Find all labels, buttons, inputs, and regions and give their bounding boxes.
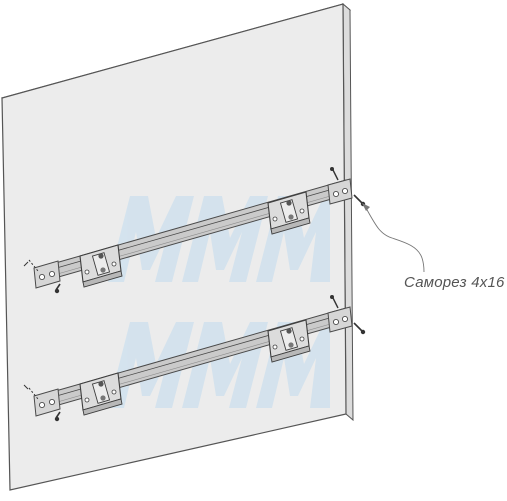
lower-screw-top-left <box>23 384 39 400</box>
upper-rail <box>33 178 353 289</box>
lower-rail-right-bracket <box>267 319 311 363</box>
upper-screw-top-right <box>330 167 339 181</box>
upper-rail-right-tab <box>327 178 353 205</box>
lower-rail-left-tab <box>33 388 61 417</box>
lower-screw-right <box>353 322 366 335</box>
upper-rail-right-bracket <box>267 191 311 235</box>
upper-screw-top-left <box>23 259 39 272</box>
lower-screw-bottom-left <box>54 411 61 422</box>
lower-screw-top-right <box>330 295 339 309</box>
callout-leader <box>362 203 425 273</box>
lower-rail-left-bracket <box>79 372 123 416</box>
upper-rail-left-bracket <box>79 244 123 288</box>
upper-rail-left-tab <box>33 260 61 289</box>
screw-spec-label: Саморез 4x16 <box>404 274 505 291</box>
upper-screw-bottom-left <box>54 283 61 294</box>
lower-rail-right-tab <box>327 306 353 333</box>
lower-rail <box>33 306 353 417</box>
